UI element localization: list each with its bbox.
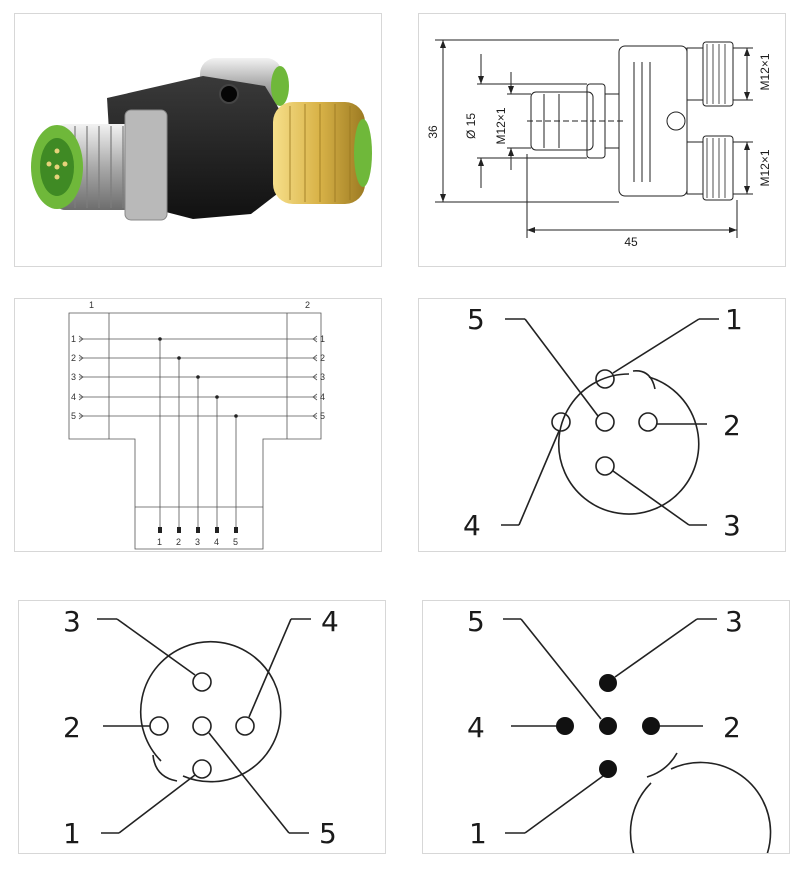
pin-1-label: 1: [63, 817, 81, 850]
male-plug-hex-nut: [124, 109, 168, 221]
bottom-thread-label: M12×1: [758, 149, 772, 186]
pinout-a-diagram: 1 2 3 4 5: [463, 303, 743, 542]
pinout-b-panel: 1 2 3 4 5: [18, 600, 386, 854]
left-pin-label: 2: [71, 353, 76, 363]
bottom-pin-label: 3: [195, 537, 200, 547]
left-pin-label: 3: [71, 372, 76, 382]
pinout-b-diagram: 1 2 3 4 5: [63, 605, 339, 850]
dimension-drawing: 36 Ø 15 M12×1 M12×1 M12×1 45: [426, 39, 772, 249]
front-socket-green-ring: [354, 119, 372, 187]
right-pin-label: 1: [320, 334, 325, 344]
right-pin-label: 3: [320, 372, 325, 382]
right-pin-label: 4: [320, 392, 325, 402]
rear-socket-green-ring: [271, 66, 289, 106]
male-thread-label: M12×1: [494, 107, 508, 144]
left-pin-label: 1: [71, 334, 76, 344]
length-dimension-label: 45: [624, 235, 638, 249]
pin-3-label: 3: [723, 509, 741, 542]
pinout-c-panel: 1 2 3 4 5: [422, 600, 790, 854]
diameter-dimension-label: Ø 15: [464, 113, 478, 139]
product-photo-panel: [14, 13, 382, 267]
pin-4-label: 4: [463, 509, 481, 542]
pin-5-label: 5: [467, 605, 485, 638]
pin-3-label: 3: [63, 605, 81, 638]
pin-5-label: 5: [319, 817, 337, 850]
bottom-pin-label: 2: [176, 537, 181, 547]
wiring-diagram: 1 2 1 2 3 4 5 1 2 3 4 5 1 2 3 4 5: [68, 300, 325, 550]
pinout-a-panel: 1 2 3 4 5: [418, 298, 786, 552]
pin-2-label: 2: [63, 711, 81, 744]
port-1-label: 1: [89, 300, 94, 310]
pin-3-label: 3: [725, 605, 743, 638]
pin-2-label: 2: [723, 711, 741, 744]
pin-1-label: 1: [469, 817, 487, 850]
height-dimension-label: 36: [426, 125, 440, 139]
top-thread-label: M12×1: [758, 53, 772, 90]
left-pin-label: 5: [71, 411, 76, 421]
brass-coupling-nut: [273, 102, 365, 204]
pin-4-label: 4: [467, 711, 485, 744]
pin-1-label: 1: [725, 303, 743, 336]
bottom-pin-label: 5: [233, 537, 238, 547]
bottom-pin-label: 1: [157, 537, 162, 547]
mounting-hole: [219, 84, 239, 104]
right-pin-label: 5: [320, 411, 325, 421]
pin-4-label: 4: [321, 605, 339, 638]
t-connector-illustration: [31, 58, 372, 221]
dimension-drawing-panel: 36 Ø 15 M12×1 M12×1 M12×1 45: [418, 13, 786, 267]
right-pin-label: 2: [320, 353, 325, 363]
pin-5-label: 5: [467, 303, 485, 336]
wiring-diagram-panel: 1 2 1 2 3 4 5 1 2 3 4 5 1 2 3 4 5: [14, 298, 382, 552]
pinout-c-diagram: 1 2 3 4 5: [467, 605, 772, 853]
pin-2-label: 2: [723, 409, 741, 442]
port-2-label: 2: [305, 300, 310, 310]
bottom-pin-label: 4: [214, 537, 219, 547]
left-pin-label: 4: [71, 392, 76, 402]
